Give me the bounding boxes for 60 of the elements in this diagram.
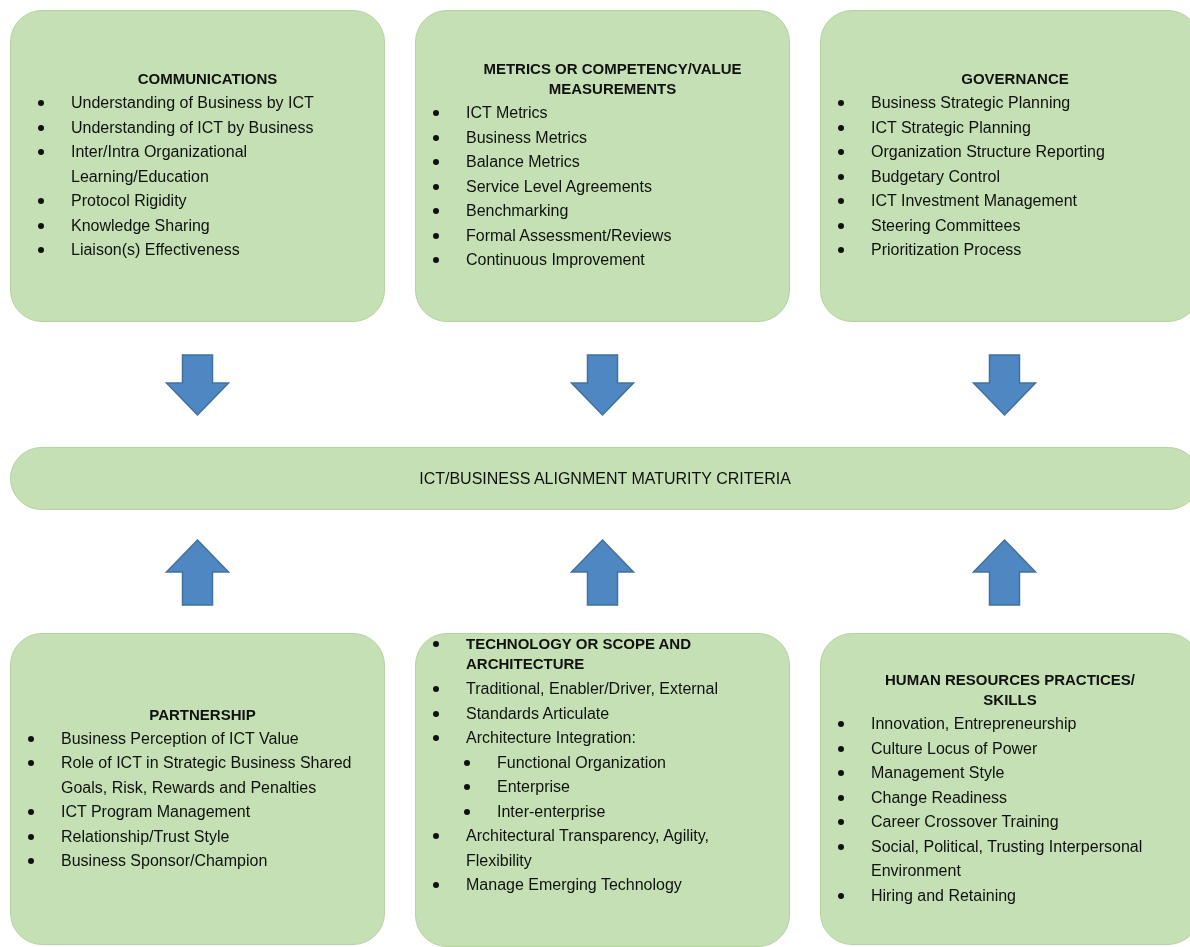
list-item: Management Style [871, 764, 1005, 781]
list-item: Steering Committees [871, 216, 1021, 234]
list-item: Standards Articulate [466, 704, 610, 722]
list-item: Relationship/Trust Style [61, 827, 230, 845]
category-box [820, 10, 1190, 322]
list-item: Knowledge Sharing [71, 216, 210, 234]
list-item: Business Metrics [466, 128, 587, 146]
list-item: Innovation, Entrepreneurship [871, 715, 1077, 732]
list-item: Prioritization Process [871, 241, 1022, 259]
list-item: Understanding of ICT by Business [71, 118, 314, 136]
category-box [820, 633, 1190, 945]
box-heading: METRICS OR COMPETENCY/VALUE MEASUREMENTS [482, 59, 743, 100]
category-box [10, 633, 385, 945]
box-heading: TECHNOLOGY OR SCOPE AND ARCHITECTURE [466, 635, 692, 672]
list-item: Benchmarking [466, 202, 569, 220]
list-item: Architectural Transparency, Agility, Flexibility [466, 827, 710, 869]
list-item: Organization Structure Reporting [871, 143, 1105, 161]
box-heading: COMMUNICATIONS [136, 69, 279, 90]
list-item: Enterprise [497, 778, 570, 795]
list-item: Role of ICT in Strategic Business Shared Goals, Risk, Rewards and Penalties [61, 754, 352, 796]
box-heading: GOVERNANCE [960, 69, 1070, 90]
list-item: Business Strategic Planning [871, 94, 1071, 112]
list-item: Service Level Agreements [466, 177, 652, 195]
category-box [10, 10, 385, 322]
list-item: Hiring and Retaining [871, 886, 1016, 904]
list-item: Balance Metrics [466, 153, 580, 171]
band-title: ICT/BUSINESS ALIGNMENT MATURITY CRITERIA [419, 469, 791, 488]
list-item: ICT Strategic Planning [871, 118, 1031, 136]
list-item: ICT Investment Management [871, 192, 1078, 210]
category-box [415, 633, 790, 947]
list-item: Liaison(s) Effectiveness [71, 241, 240, 259]
list-item: ICT Metrics [466, 104, 548, 122]
list-item: Change Readiness [871, 788, 1008, 806]
list-item: Inter-enterprise [497, 802, 606, 820]
box-heading: HUMAN RESOURCES PRACTICES/ SKILLS [884, 670, 1136, 710]
block-arrow [164, 354, 231, 417]
list-item: Career Crossover Training [871, 813, 1059, 830]
list-item: Continuous Improvement [466, 251, 645, 269]
list-item: Architecture Integration: [466, 729, 636, 746]
category-box [415, 10, 790, 322]
list-item: Inter/Intra Organizational Learning/Education [71, 143, 248, 185]
list-item: Understanding of Business by ICT [71, 94, 314, 112]
list-item: Business Perception of ICT Value [61, 729, 299, 747]
list-item: ICT Program Management [61, 803, 251, 820]
block-arrow [164, 538, 231, 606]
list-item: Formal Assessment/Reviews [466, 226, 672, 244]
list-item: Budgetary Control [871, 167, 1000, 185]
list-item: Culture Locus of Power [871, 739, 1038, 757]
list-item: Traditional, Enabler/Driver, External [466, 680, 718, 697]
list-item: Social, Political, Trusting Interpersonal Environment [871, 837, 1143, 879]
list-item: Manage Emerging Technology [466, 876, 682, 893]
block-arrow [971, 538, 1038, 606]
criteria-band [10, 447, 1190, 510]
box-heading: PARTNERSHIP [148, 704, 257, 725]
list-item: Business Sponsor/Champion [61, 852, 268, 869]
block-arrow [569, 354, 636, 417]
block-arrow [569, 538, 636, 606]
block-arrow [971, 354, 1038, 417]
list-item: Protocol Rigidity [71, 192, 187, 210]
list-item: Functional Organization [497, 753, 666, 771]
